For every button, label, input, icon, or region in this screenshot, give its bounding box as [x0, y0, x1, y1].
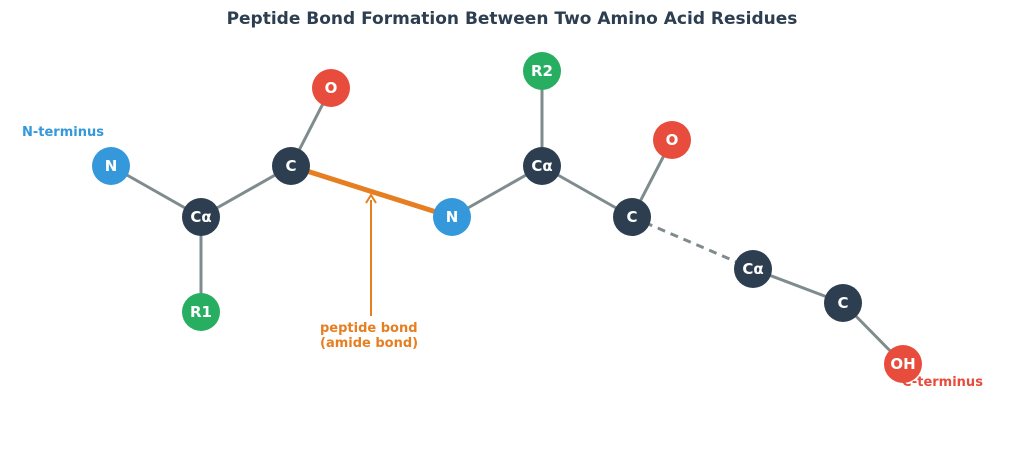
atom-c1: C — [272, 147, 310, 185]
atom-label-ca2: Cα — [531, 157, 552, 175]
atom-label-oh: OH — [890, 355, 915, 373]
atom-circle-r2 — [523, 52, 561, 90]
atom-ca2: Cα — [523, 147, 561, 185]
atom-ca3: Cα — [734, 250, 772, 288]
atom-label-c2: C — [626, 208, 637, 226]
atom-c3: C — [824, 284, 862, 322]
peptide-bond — [290, 163, 453, 220]
atom-circle-o1 — [312, 69, 350, 107]
atom-n1: N — [92, 147, 130, 185]
atom-circle-c1 — [272, 147, 310, 185]
peptide-bond-label: peptide bond — [320, 321, 418, 336]
atom-circle-ca3 — [734, 250, 772, 288]
atom-o2: O — [653, 121, 691, 159]
atom-c2: C — [613, 198, 651, 236]
atom-label-r2: R2 — [531, 62, 553, 80]
atom-r2: R2 — [523, 52, 561, 90]
atom-label-n1: N — [105, 157, 118, 175]
atom-circle-o2 — [653, 121, 691, 159]
atom-o1: O — [312, 69, 350, 107]
diagram-title: Peptide Bond Formation Between Two Amino… — [227, 9, 798, 29]
atom-label-r1: R1 — [190, 303, 212, 321]
atom-n2: N — [433, 198, 471, 236]
atom-circle-r1 — [182, 293, 220, 331]
atom-circle-c3 — [824, 284, 862, 322]
atom-circle-oh — [884, 345, 922, 383]
dashed-bond-c2-ca3 — [631, 215, 754, 271]
amide-bond-label: (amide bond) — [320, 336, 418, 351]
c-terminus-label: C-terminus — [902, 375, 983, 390]
atom-circle-ca2 — [523, 147, 561, 185]
bonds-layer — [110, 71, 905, 366]
atom-label-c1: C — [285, 157, 296, 175]
atom-circle-n2 — [433, 198, 471, 236]
n-terminus-label: N-terminus — [22, 125, 104, 140]
atom-label-o1: O — [325, 79, 338, 97]
atom-circle-n1 — [92, 147, 130, 185]
atom-ca1: Cα — [182, 198, 220, 236]
annotation-arrowhead-icon — [365, 194, 377, 204]
atom-label-o2: O — [666, 131, 679, 149]
atom-r1: R1 — [182, 293, 220, 331]
atom-circle-ca1 — [182, 198, 220, 236]
atom-label-n2: N — [446, 208, 459, 226]
atom-oh: OH — [884, 345, 922, 383]
peptide-bond-annotation: peptide bond (amide bond) — [320, 194, 418, 351]
atom-circle-c2 — [613, 198, 651, 236]
atom-label-ca1: Cα — [190, 208, 211, 226]
atom-label-c3: C — [837, 294, 848, 312]
atom-label-ca3: Cα — [742, 260, 763, 278]
